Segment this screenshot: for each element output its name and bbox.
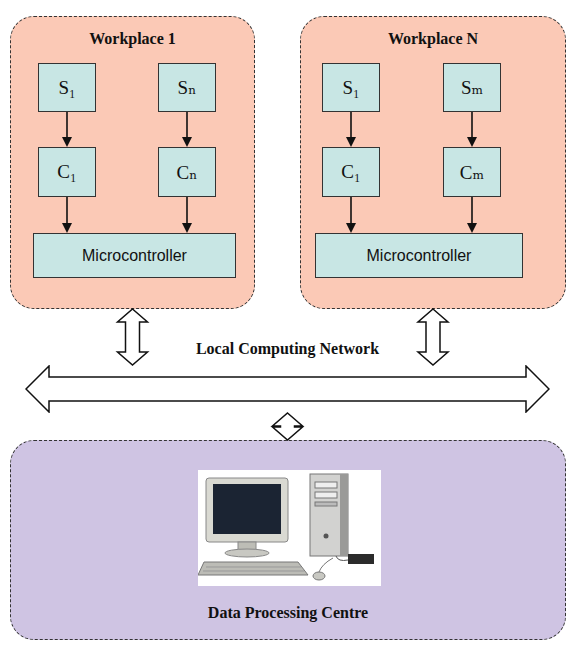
- panel-title: Local Computing Network: [196, 340, 379, 358]
- hollow-double-arrow: [273, 413, 303, 440]
- box-label: Cₘ: [460, 161, 484, 184]
- sensor-box: Sₙ: [158, 63, 216, 112]
- box-label: C₁: [341, 161, 360, 183]
- sensor-box: S₁: [38, 63, 96, 112]
- sensor-box: Sₘ: [443, 63, 501, 112]
- data-centre-panel: Data Processing Centre: [10, 440, 566, 640]
- box-label: Cₙ: [177, 161, 198, 184]
- bus-arrow: [25, 365, 550, 413]
- sensor-box: S₁: [322, 63, 380, 112]
- bus-arrow-shape: [26, 366, 549, 412]
- network-bus: Local Computing Network: [25, 365, 550, 413]
- panel-title: Workplace N: [388, 30, 478, 48]
- box-label: Sₙ: [178, 76, 197, 99]
- box-label: S₁: [58, 77, 75, 99]
- hollow-arrow-shape: [273, 413, 303, 440]
- microcontroller-box: Microcontroller: [315, 233, 523, 278]
- hollow-double-arrow: [418, 309, 448, 365]
- microcontroller-box: Microcontroller: [33, 233, 236, 278]
- workplace-panel: Workplace N S₁ SₘC₁ CₘMicrocontroller: [300, 16, 566, 309]
- hollow-arrow-shape: [118, 309, 148, 365]
- box-label: Microcontroller: [367, 247, 472, 265]
- hollow-arrow-shape: [418, 309, 448, 365]
- box-label: Microcontroller: [82, 247, 187, 265]
- converter-box: C₁: [322, 147, 380, 197]
- panel-title: Data Processing Centre: [208, 604, 368, 622]
- panel-title: Workplace 1: [89, 30, 176, 48]
- workplace-panel: Workplace 1 S₁ SₙC₁ CₙMicrocontroller: [10, 16, 255, 309]
- converter-box: Cₘ: [443, 147, 501, 197]
- box-label: Sₘ: [461, 76, 483, 99]
- box-label: C₁: [57, 161, 76, 183]
- converter-box: C₁: [38, 147, 96, 197]
- box-label: S₁: [342, 77, 359, 99]
- hollow-double-arrow: [118, 309, 148, 365]
- converter-box: Cₙ: [158, 147, 216, 197]
